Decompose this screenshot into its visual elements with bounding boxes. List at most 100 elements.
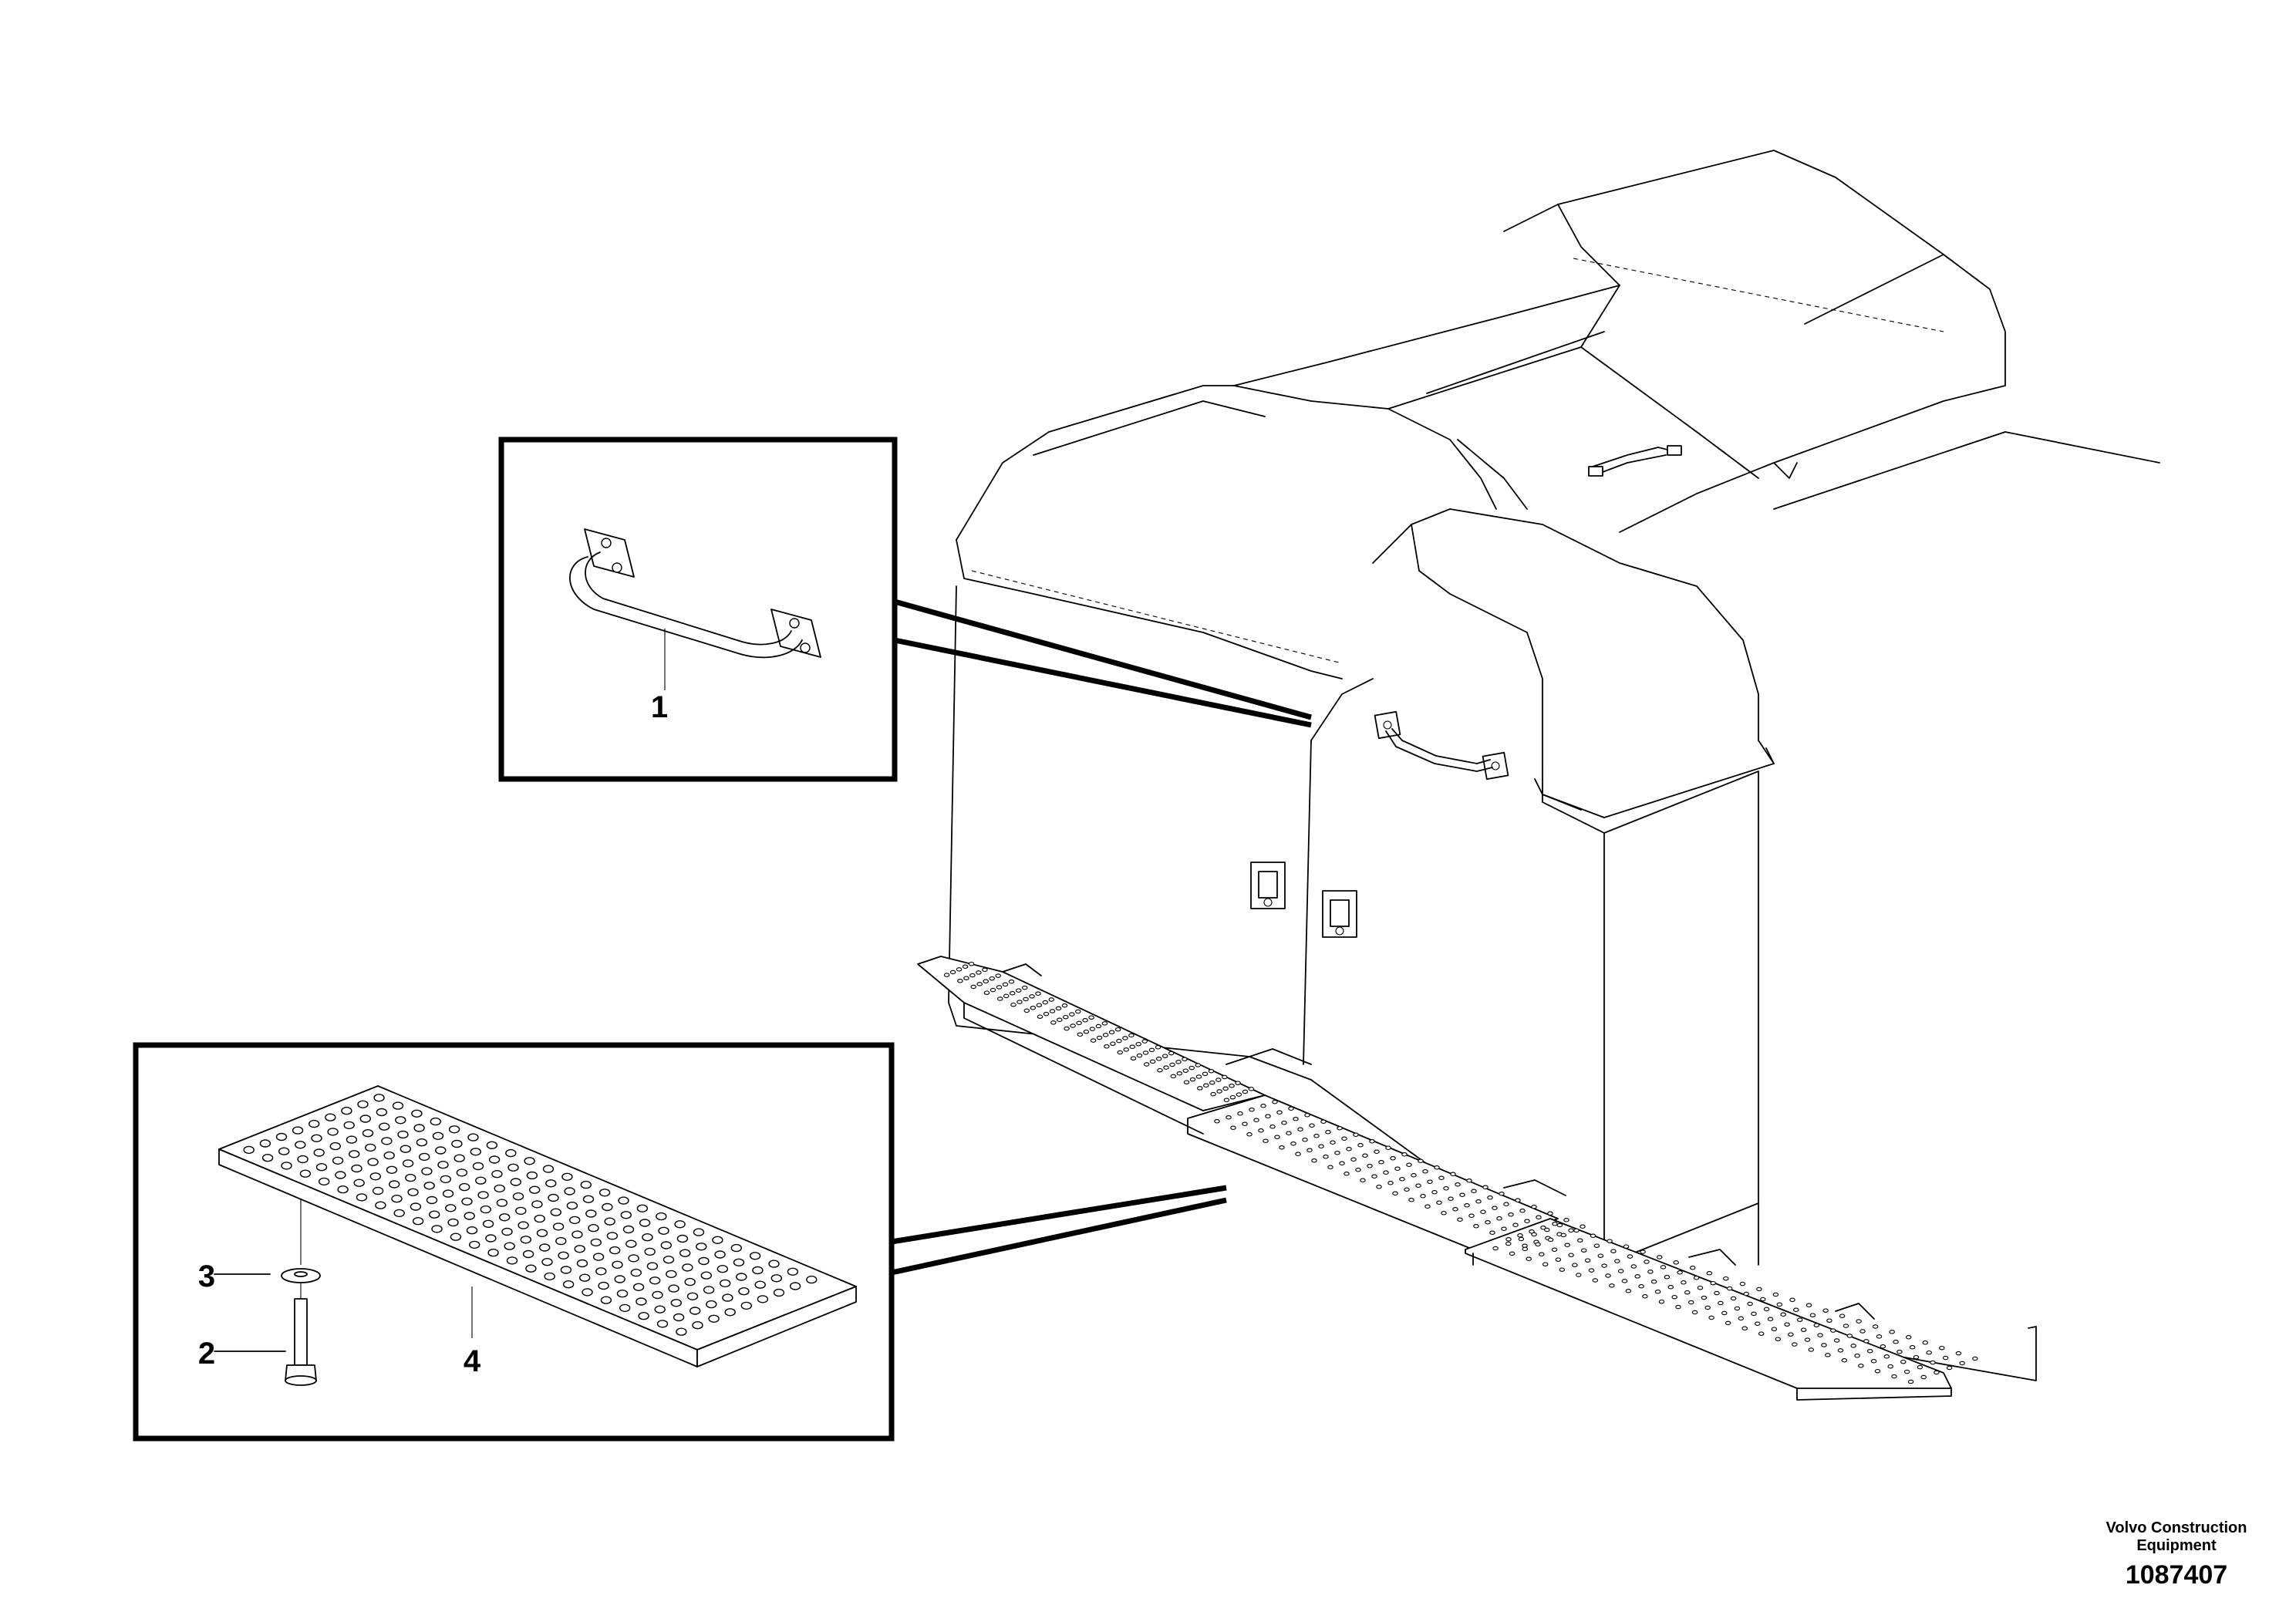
perforation-hole [585,1209,597,1218]
perforation-hole [1362,1153,1368,1158]
perforation-hole [689,1307,701,1315]
perforation-hole [319,1177,330,1186]
perforation-hole [1214,1119,1220,1124]
perforation-hole [1141,1039,1148,1044]
perforation-hole [1681,1280,1687,1285]
perforation-hole [1675,1304,1681,1310]
perforation-hole [412,1216,424,1226]
perforation-hole [1813,1323,1820,1327]
perforation-hole [278,1147,290,1155]
perforation-hole [491,1169,503,1179]
perforation-hole [1524,1219,1530,1224]
perforation-hole [1108,1030,1115,1035]
perforation-hole [1269,1125,1276,1129]
perforation-hole [1560,1233,1567,1238]
perforation-hole [606,1232,619,1240]
perforation-hole [1063,1014,1069,1020]
perforation-hole [1809,1313,1816,1317]
perforation-hole [1671,1294,1677,1300]
perforation-hole [1763,1307,1770,1312]
perforation-hole [1222,1074,1228,1080]
perforation-hole [1900,1359,1907,1364]
perforation-hole [1706,1271,1713,1276]
perforation-hole [789,1282,801,1290]
perforation-hole [1856,1319,1862,1324]
perforation-hole [1230,1125,1236,1131]
perforation-hole [1854,1354,1860,1358]
perforation-hole [1237,1111,1243,1116]
perforation-hole [400,1145,411,1153]
perforation-hole [1390,1156,1396,1161]
perforation-hole [1101,1021,1108,1026]
perforation-hole [327,1128,339,1136]
perforation-hole [1142,1050,1149,1055]
perforation-hole [990,987,996,993]
perforation-hole [989,976,995,981]
perforation-hole [1577,1238,1583,1243]
perforation-hole [1070,1023,1076,1028]
perforation-hole [628,1254,639,1263]
perforation-hole [518,1221,529,1229]
perforation-hole [372,1186,384,1195]
perforation-hole [1843,1324,1849,1328]
perforation-hole [1102,1033,1109,1037]
perforation-hole [1436,1200,1442,1206]
perforation-hole [531,1200,543,1209]
perforation-hole [1459,1192,1465,1198]
perforation-hole [996,985,1003,990]
perforation-hole [716,1264,729,1273]
perforation-hole [1246,1132,1253,1137]
perforation-hole [1263,1138,1269,1144]
perforation-hole [1223,1098,1230,1103]
perforation-hole [576,1259,588,1268]
perforation-hole [429,1210,440,1219]
perforation-hole [472,1162,484,1171]
perforation-hole [407,1188,419,1197]
perforation-hole [426,1195,438,1205]
perforation-hole [1518,1236,1525,1242]
perforation-hole [375,1201,386,1209]
perforation-hole [673,1313,685,1322]
perforation-hole [1229,1094,1236,1100]
perforation-hole [1551,1247,1558,1253]
perforation-hole [1249,1108,1255,1112]
perforation-hole [1876,1334,1883,1339]
perforation-hole [1229,1084,1235,1088]
perforation-hole [1183,1080,1190,1084]
perforation-hole [1739,1281,1746,1286]
perforation-hole [1804,1337,1811,1342]
perforation-hole [1772,1292,1779,1297]
perforation-hole [963,976,969,980]
perforation-hole [1369,1139,1375,1144]
perforation-hole [504,1242,515,1250]
perforation-hole [1482,1185,1489,1190]
perforation-hole [1826,1318,1832,1323]
perforation-hole [1503,1202,1509,1207]
perforation-hole [622,1225,635,1234]
perforation-hole [1515,1198,1521,1203]
perforation-hole [1077,1032,1084,1037]
perforation-hole [1946,1365,1953,1371]
perforation-hole [1841,1358,1848,1363]
perforation-hole [1411,1173,1417,1178]
perforation-hole [676,1327,687,1336]
step-plate-part [218,1085,857,1367]
perforation-hole [494,1184,505,1193]
perforation-hole [259,1139,271,1148]
perforation-hole [602,1202,613,1212]
perforation-hole [1468,1213,1475,1219]
perforation-hole [1535,1242,1541,1247]
detail-box-step: 3 2 4 [133,1042,1227,1442]
perforation-hole [1588,1268,1595,1273]
perforation-hole [442,1189,454,1198]
perforation-hole [1050,1020,1057,1025]
perforation-hole [1023,1008,1030,1013]
perforation-hole [1215,1077,1222,1082]
perforation-hole [674,1220,686,1229]
perforation-hole [536,1229,548,1238]
perforation-hole [1775,1337,1782,1341]
perforation-hole [598,1189,611,1197]
perforation-hole [1202,1071,1209,1077]
perforation-hole [1512,1222,1519,1228]
perforation-hole [1539,1252,1545,1257]
